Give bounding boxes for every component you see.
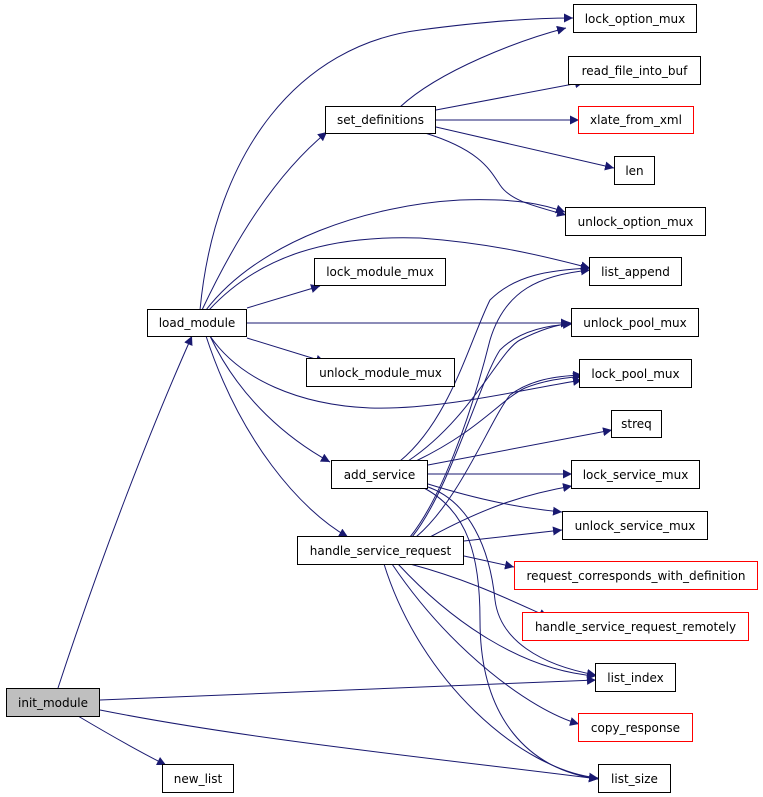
node-handle-service-request-remotely[interactable]: handle_service_request_remotely (522, 612, 749, 641)
edge-add-unlockservice (427, 483, 563, 516)
node-init-module[interactable]: init_module (6, 688, 100, 717)
node-lock-module-mux[interactable]: lock_module_mux (314, 258, 446, 286)
edge-hsr-copyresp (391, 563, 580, 726)
edge-init-load (57, 335, 193, 689)
edge-add-streq (427, 427, 613, 466)
node-unlock-service-mux[interactable]: unlock_service_mux (562, 511, 708, 540)
edge-load-addservice (209, 335, 331, 463)
edge-hsr-listappend (409, 266, 591, 538)
edge-add-listsize (419, 485, 599, 783)
edge-add-listindex (424, 485, 597, 678)
edge-hsr-lockpool (415, 370, 583, 538)
node-copy-response[interactable]: copy_response (578, 713, 693, 742)
edge-add-lockpool (415, 372, 583, 462)
edge-load-unlockoption (205, 199, 566, 311)
edge-init-listindex (99, 675, 597, 701)
node-set-definitions[interactable]: set_definitions (325, 106, 436, 134)
node-new-list[interactable]: new_list (162, 764, 234, 793)
node-unlock-option-mux[interactable]: unlock_option_mux (565, 207, 706, 236)
node-load-module[interactable]: load_module (147, 309, 247, 337)
edge-hsr-remote (409, 563, 549, 618)
edge-setdef-readfile (435, 79, 585, 111)
edge-hsr-lockservice (429, 483, 573, 538)
edge-hsr-listsize (383, 563, 599, 782)
edge-setdef-unlockoption (424, 132, 567, 217)
node-unlock-module-mux[interactable]: unlock_module_mux (306, 358, 455, 387)
edge-load-lockoption (199, 13, 574, 311)
edge-hsr-reqcorr (463, 555, 515, 570)
edge-hsr-unlockservice (463, 526, 563, 542)
edge-hsr-unlockpool (411, 319, 573, 538)
node-lock-option-mux[interactable]: lock_option_mux (573, 4, 697, 33)
node-lock-pool-mux[interactable]: lock_pool_mux (579, 359, 692, 388)
edge-load-lockmodule (246, 284, 321, 309)
node-request-corresponds-with-definition[interactable]: request_corresponds_with_definition (514, 561, 758, 590)
edge-init-listsize (99, 709, 599, 783)
edge-add-listappend (399, 263, 591, 462)
edge-init-newlist (77, 715, 167, 766)
node-read-file-into-buf[interactable]: read_file_into_buf (568, 56, 701, 85)
node-xlate-from-xml[interactable]: xlate_from_xml (578, 106, 694, 134)
node-list-index[interactable]: list_index (595, 663, 676, 692)
edge-setdef-lockoption (399, 25, 567, 108)
node-handle-service-request[interactable]: handle_service_request (297, 536, 464, 565)
edge-add-unlockpool (407, 319, 573, 462)
node-len[interactable]: len (614, 156, 655, 185)
edge-setdef-len (435, 126, 615, 171)
node-list-append[interactable]: list_append (589, 257, 682, 286)
edge-load-setdef (201, 131, 328, 311)
node-lock-service-mux[interactable]: lock_service_mux (571, 460, 700, 489)
node-add-service[interactable]: add_service (331, 460, 428, 489)
edge-load-listappend (208, 237, 591, 311)
node-streq[interactable]: streq (611, 410, 662, 438)
edge-load-lockpool (209, 335, 583, 409)
node-unlock-pool-mux[interactable]: unlock_pool_mux (571, 308, 699, 337)
node-list-size[interactable]: list_size (598, 764, 671, 793)
edge-load-handlereq (205, 335, 349, 538)
edge-hsr-listindex (397, 563, 597, 680)
